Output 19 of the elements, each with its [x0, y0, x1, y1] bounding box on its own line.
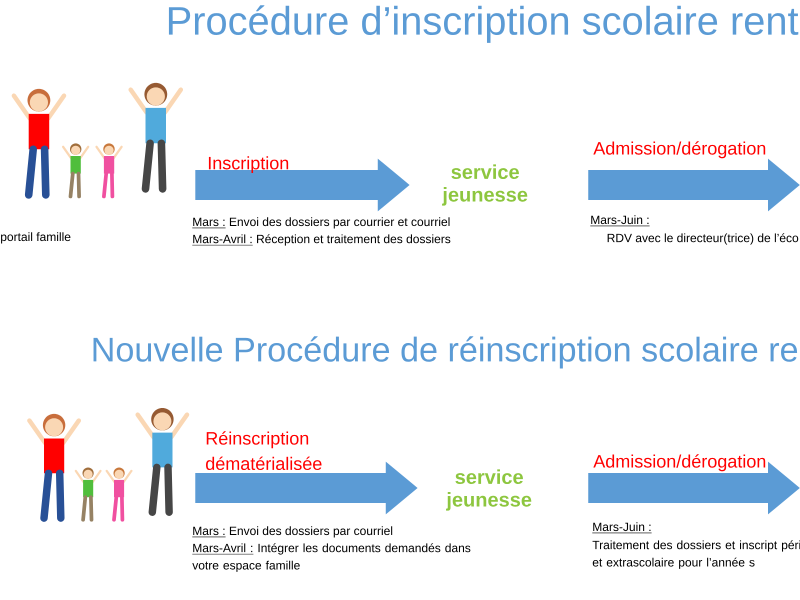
note-text: portail famille: [1, 232, 70, 244]
heading: Procédure d’inscription scolaire rent: [168, 5, 798, 43]
note-text: Mars : Envoi des dossiers par courriel: [192, 526, 392, 538]
edge-label: Inscription: [208, 156, 288, 174]
note-text: Mars-Juin :: [590, 215, 650, 226]
note-text: Mars : Envoi des dossiers par courrier et courriel: [192, 217, 450, 228]
family-drawing: [27, 408, 190, 522]
edge-label: Admission/dérogation: [593, 454, 766, 472]
note-text: Mars-Juin :: [592, 522, 652, 534]
note-text: Mars-Avril : Réception et traitement des dossiers: [192, 234, 450, 246]
service-name: service jeunesse: [442, 164, 528, 206]
family-drawing: [12, 82, 184, 199]
edge-label: Réinscription dématérialisée: [206, 431, 322, 470]
note-text: Traitement des dossiers et inscript péri et extrascolaire pour l’année s: [592, 540, 800, 569]
note-text: Mars-Avril : Intégrer les documents demandés dans votre espace famille: [192, 543, 470, 572]
service-name: service jeunesse: [446, 469, 532, 511]
heading: Nouvelle Procédure de réinscription scolaire re: [94, 336, 798, 368]
edge-label: Admission/dérogation: [593, 141, 766, 158]
note-text: RDV avec le directeur(trice) de l’éco: [608, 233, 798, 245]
